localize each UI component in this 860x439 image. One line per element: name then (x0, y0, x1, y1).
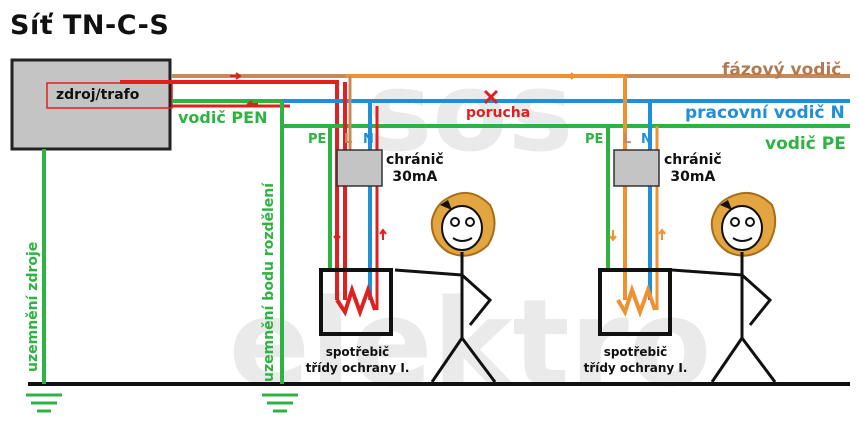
arrow-up-icon (379, 228, 387, 240)
arrow-down-icon (333, 230, 341, 242)
right-terminal-n: N (641, 132, 652, 147)
arrow-up-icon (658, 228, 666, 240)
left-appliance-label: spotřebič třídy ochrany I. (300, 344, 415, 376)
right-appliance-label: spotřebič třídy ochrany I. (578, 344, 693, 376)
right-terminal-l: L (623, 132, 632, 147)
right-breaker-line1: chránič (664, 152, 722, 168)
left-terminal-l: L (344, 132, 353, 147)
source-label-frame (46, 82, 173, 109)
right-appliance-line2: třídy ochrany I. (583, 361, 688, 375)
left-terminal-pe: PE (308, 132, 327, 147)
left-breaker-line2: 30mA (392, 169, 438, 185)
pen-line-label: vodič PEN (178, 108, 268, 127)
arrow-right-icon (565, 72, 577, 80)
right-appliance-box (598, 268, 672, 336)
cross-icon (483, 89, 499, 105)
left-appliance-line1: spotřebič (325, 345, 390, 359)
earth-symbol-split (262, 393, 298, 413)
right-appliance-line1: spotřebič (603, 345, 668, 359)
person-right (671, 191, 777, 383)
left-breaker-line1: chránič (386, 152, 444, 168)
fault-label: porucha (466, 105, 531, 121)
right-terminal-pe: PE (585, 132, 604, 147)
right-breaker-line2: 30mA (670, 169, 716, 185)
right-breaker-box (613, 149, 660, 187)
left-terminal-n: N (363, 132, 374, 147)
left-breaker-box (336, 149, 383, 187)
earth-symbol-source (26, 393, 62, 413)
left-appliance-line2: třídy ochrany I. (305, 361, 410, 375)
right-heating-element (616, 283, 657, 318)
diagram-title: Síť TN-C-S (10, 10, 170, 41)
person-left (394, 191, 497, 383)
split-earthing-label: uzemnění bodu rozdělení (261, 182, 277, 382)
pe-line-label: vodič PE (765, 134, 846, 154)
source-box-label: zdroj/trafo (56, 87, 140, 103)
red-supply-path (172, 80, 339, 300)
left-heating-element (335, 283, 377, 318)
right-breaker-label: chránič 30mA (664, 152, 722, 186)
phase-line-label: fázový vodič (722, 60, 842, 80)
left-breaker-label: chránič 30mA (386, 152, 444, 186)
neutral-line-label: pracovní vodič N (685, 103, 845, 123)
arrow-down-icon (609, 230, 617, 242)
watermark-line1: sos (367, 48, 574, 176)
arrow-left-icon (246, 100, 258, 108)
source-earthing-label: uzemnění zdroje (25, 241, 41, 372)
arrow-right-icon (230, 72, 242, 80)
left-appliance-box (319, 268, 393, 336)
source-box (10, 58, 172, 151)
